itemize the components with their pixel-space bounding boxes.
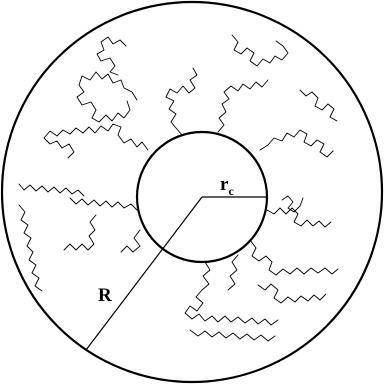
polymer-chain [258, 284, 326, 303]
outer-radius-label: R [98, 285, 112, 306]
polymer-chain [232, 35, 288, 66]
polymer-chain [282, 196, 303, 212]
polymer-chain [64, 215, 96, 250]
core-radius-label: rc [220, 174, 234, 198]
polymer-chain [44, 124, 148, 158]
outer-radius-line [86, 197, 202, 350]
polymer-chain [250, 240, 338, 275]
polymer-chain [190, 330, 275, 341]
polymer-chain [218, 80, 268, 132]
polymer-chain [70, 198, 137, 210]
polymer-chain [267, 208, 331, 227]
polymer-chains [19, 35, 338, 341]
polymer-chain [185, 262, 278, 325]
polymer-chain [228, 255, 238, 290]
polymer-chain [77, 72, 137, 122]
polymer-chain [97, 37, 126, 75]
polymer-chain [121, 230, 140, 252]
polymer-chain [19, 184, 84, 196]
polymer-chain [166, 68, 197, 135]
polymer-chain [300, 90, 337, 121]
polymer-chain [260, 130, 333, 157]
core-radius-label-sub: c [228, 184, 234, 198]
